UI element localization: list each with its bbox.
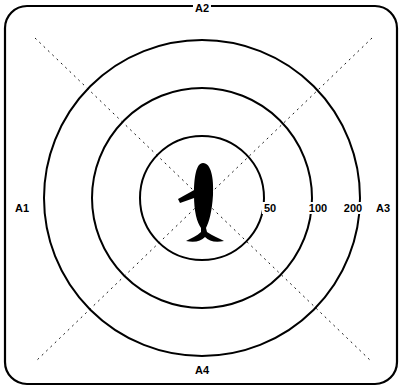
axis-label: A2 — [193, 2, 211, 14]
axis-label: A4 — [193, 364, 211, 376]
whale-silhouette — [178, 163, 224, 242]
axis-label: A3 — [374, 202, 392, 214]
range-label: 50 — [262, 202, 278, 214]
range-label: 100 — [307, 202, 329, 214]
dotted-diagonal — [35, 38, 372, 362]
dotted-diagonal — [35, 38, 372, 362]
range-label: 200 — [342, 202, 364, 214]
middle-ring — [92, 88, 312, 308]
outer-ring — [44, 40, 360, 356]
axis-label: A1 — [13, 202, 31, 214]
inner-ring — [140, 136, 264, 260]
frame — [5, 6, 397, 384]
